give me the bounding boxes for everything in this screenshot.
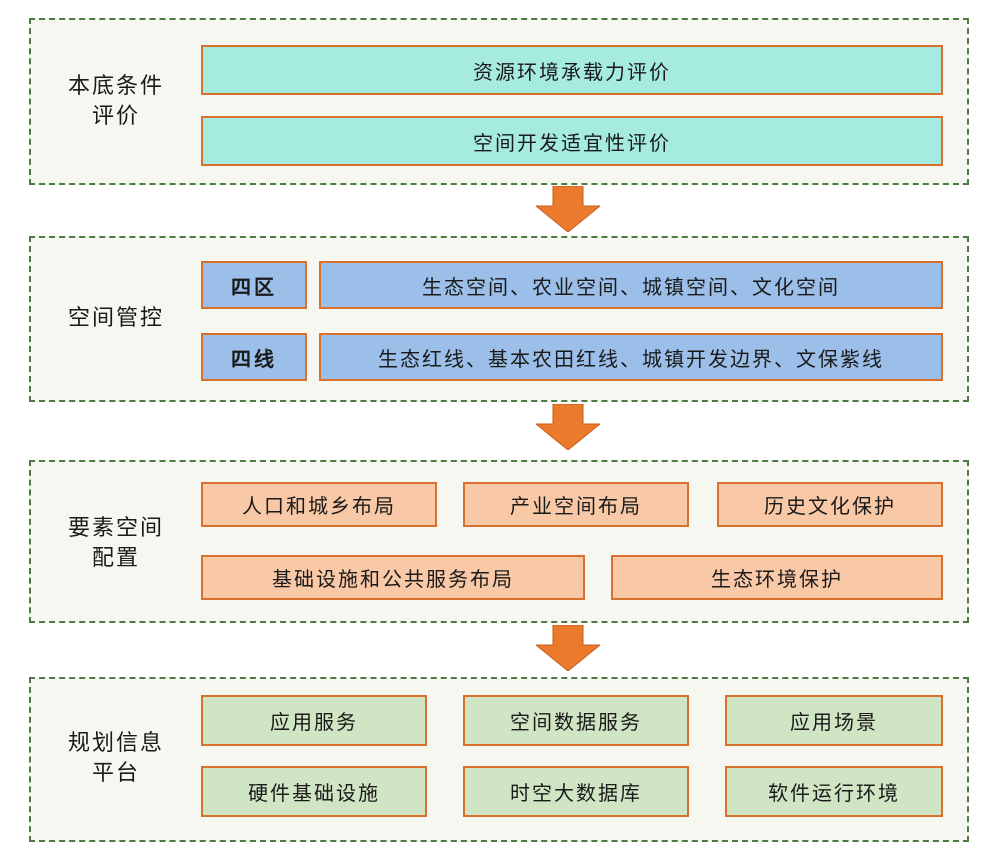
section-label-line: 空间管控	[67, 306, 164, 331]
four-lines-tag: 四线	[201, 333, 307, 381]
section-label-line: 本底条件	[67, 74, 164, 99]
ecology-protection-box: 生态环境保护	[611, 555, 943, 600]
four-zones-tag: 四区	[201, 261, 307, 309]
application-scenario-box: 应用场景	[725, 695, 943, 746]
section-label: 要素空间 配置	[31, 514, 201, 574]
application-service-box: 应用服务	[201, 695, 427, 746]
resource-capacity-box: 资源环境承载力评价	[201, 45, 943, 95]
section-element-allocation: 要素空间 配置 人口和城乡布局 产业空间布局 历史文化保护 基础设施和公共服务布…	[29, 460, 969, 623]
software-environment-box: 软件运行环境	[725, 766, 943, 817]
development-suitability-box: 空间开发适宜性评价	[201, 116, 943, 166]
four-lines-detail: 生态红线、基本农田红线、城镇开发边界、文保紫线	[319, 333, 943, 381]
down-arrow-icon	[536, 186, 600, 232]
heritage-protection-box: 历史文化保护	[717, 482, 943, 527]
section-label-line: 平台	[91, 761, 140, 786]
hardware-infrastructure-box: 硬件基础设施	[201, 766, 427, 817]
four-zones-detail: 生态空间、农业空间、城镇空间、文化空间	[319, 261, 943, 309]
spatiotemporal-database-box: 时空大数据库	[463, 766, 689, 817]
section-planning-platform: 规划信息 平台 应用服务 空间数据服务 应用场景 硬件基础设施 时空大数据库 软…	[29, 677, 969, 842]
section-label-line: 评价	[91, 104, 140, 129]
spatial-data-service-box: 空间数据服务	[463, 695, 689, 746]
infrastructure-layout-box: 基础设施和公共服务布局	[201, 555, 585, 600]
industry-layout-box: 产业空间布局	[463, 482, 689, 527]
section-label: 空间管控	[31, 304, 201, 334]
down-arrow-icon	[536, 404, 600, 450]
section-label: 本底条件 评价	[31, 72, 201, 132]
section-baseline-evaluation: 本底条件 评价 资源环境承载力评价 空间开发适宜性评价	[29, 18, 969, 185]
population-layout-box: 人口和城乡布局	[201, 482, 437, 527]
section-spatial-control: 空间管控 四区 生态空间、农业空间、城镇空间、文化空间 四线 生态红线、基本农田…	[29, 236, 969, 402]
section-label-line: 规划信息	[67, 731, 164, 756]
section-label-line: 要素空间	[67, 516, 164, 541]
section-label: 规划信息 平台	[31, 729, 201, 789]
section-label-line: 配置	[91, 546, 140, 571]
down-arrow-icon	[536, 625, 600, 671]
